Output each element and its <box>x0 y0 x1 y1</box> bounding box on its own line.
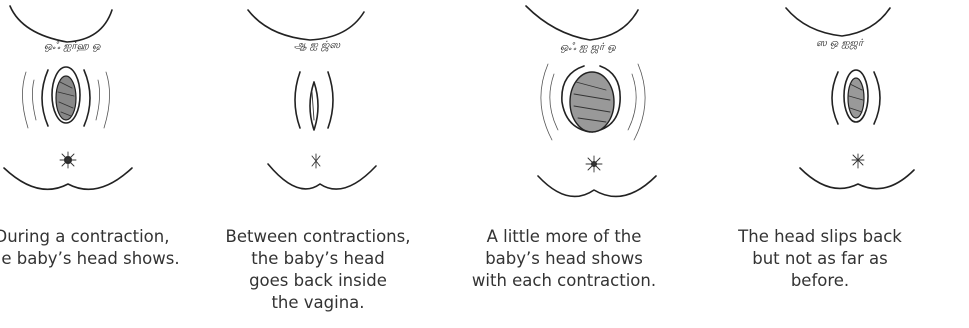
anus-mark-1 <box>60 152 76 168</box>
caption-panel-2: Between contractions, the baby’s head go… <box>188 226 448 314</box>
anus-mark-4 <box>852 154 864 168</box>
caption-panel-1: During a contraction, the baby’s head sh… <box>0 226 212 270</box>
baby-head-medium <box>848 78 864 118</box>
illustration-panel-2: ஆ ஐ ஜ்ஸ Between contractions, the baby’s… <box>188 0 448 328</box>
scribble-text-1: ஒஃ ஐர்ஹ ஒ <box>44 41 101 52</box>
illustration-panel-1: ஒஃ ஐர்ஹ ஒ During a contraction, the baby… <box>0 0 212 328</box>
scribble-text-3: ஒஃ ஐ ஜர் ஒ <box>560 42 616 54</box>
scribble-text-4: ஸ ஒ ஐஜர் <box>816 38 865 50</box>
perineum-drawing-2: ஆ ஐ ஜ்ஸ <box>188 0 448 220</box>
baby-head-large <box>570 72 614 132</box>
perineum-drawing-4: ஸ ஒ ஐஜர் <box>690 0 950 220</box>
caption-panel-3: A little more of the baby’s head shows w… <box>434 226 694 292</box>
caption-panel-4: The head slips back but not as far as be… <box>690 226 950 292</box>
anus-mark-3 <box>586 156 602 172</box>
perineum-drawing-1: ஒஃ ஐர்ஹ ஒ <box>0 0 212 220</box>
baby-head-small <box>56 76 76 120</box>
illustration-panel-3: ஒஃ ஐ ஜர் ஒ A little more of the baby’s h… <box>434 0 694 328</box>
perineum-drawing-3: ஒஃ ஐ ஜர் ஒ <box>434 0 694 220</box>
anus-mark-2 <box>312 154 320 168</box>
illustration-panel-4: ஸ ஒ ஐஜர் The head slips back but not as … <box>690 0 950 328</box>
scribble-text-2: ஆ ஐ ஜ்ஸ <box>294 40 340 52</box>
